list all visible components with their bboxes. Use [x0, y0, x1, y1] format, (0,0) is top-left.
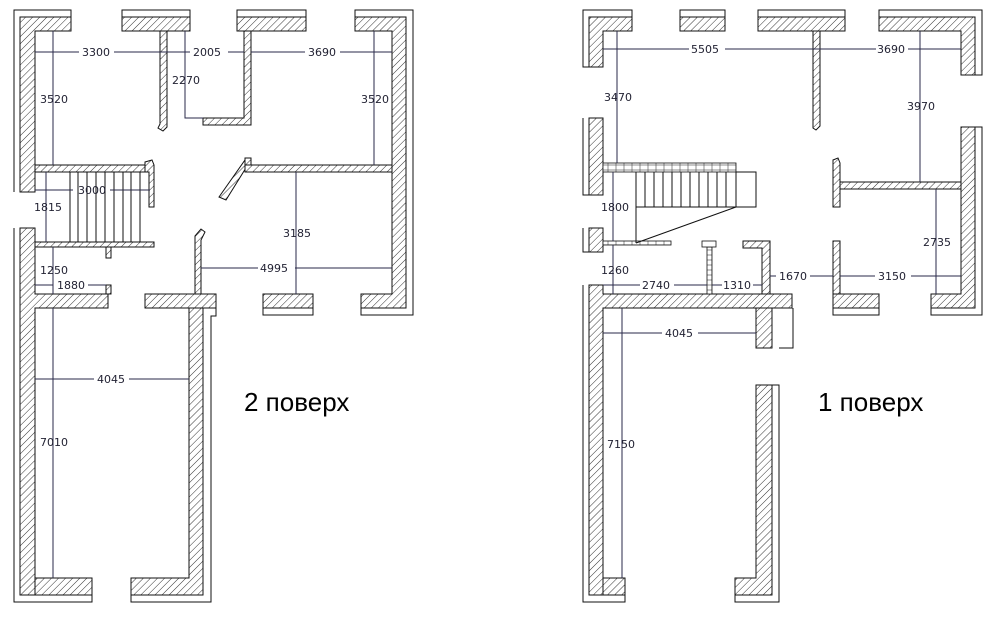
floor-1-walls	[588, 16, 976, 596]
dim-2-right-lower-height: 3185	[283, 227, 311, 240]
dim-1-bottom-room-height: 7150	[607, 438, 635, 451]
dim-1-right-lower-height: 2735	[923, 236, 951, 249]
dim-1-left-height: 3470	[604, 91, 632, 104]
floor-2-exterior-outline	[13, 9, 414, 603]
floor-2-dimension-labels: 3300 2005 3690 3520 3520 2270 3000 1815 …	[34, 45, 389, 449]
dim-2-bottom-room-width: 4045	[97, 373, 125, 386]
dim-2-top-left-width: 3300	[82, 46, 110, 59]
dim-1-right-upper-height: 3970	[907, 100, 935, 113]
floor-1-dimension-labels: 5505 3690 3470 3970 1800 1260 2740 1310 …	[601, 43, 951, 451]
dim-1-right-lower-width: 3150	[878, 270, 906, 283]
dim-2-right-room-height: 3520	[361, 93, 389, 106]
floor-1-exterior-outline	[582, 9, 983, 603]
floor-2-plan: 3300 2005 3690 3520 3520 2270 3000 1815 …	[13, 9, 414, 603]
dim-2-top-middle-width: 2005	[193, 46, 221, 59]
floor-1-dimension-lines	[603, 31, 961, 578]
dim-2-stair-length: 3000	[78, 184, 106, 197]
dim-2-closet-depth: 2270	[172, 74, 200, 87]
dim-2-hall-width: 1880	[57, 279, 85, 292]
dim-1-stair-width: 1800	[601, 201, 629, 214]
dim-2-hall-height: 1250	[40, 264, 68, 277]
floor-1-title: 1 поверх	[818, 387, 923, 417]
dim-2-bottom-room-height: 7010	[40, 436, 68, 449]
dim-1-hall-height: 1260	[601, 264, 629, 277]
dim-2-top-right-width: 3690	[308, 46, 336, 59]
floor-2-walls	[19, 16, 407, 596]
dim-2-right-lower-width: 4995	[260, 262, 288, 275]
dim-1-top-left-width: 5505	[691, 43, 719, 56]
dim-1-top-right-width: 3690	[877, 43, 905, 56]
dim-1-hall-width-mid: 1310	[723, 279, 751, 292]
dim-1-hall-width-left: 2740	[642, 279, 670, 292]
dim-2-left-room-height: 3520	[40, 93, 68, 106]
floor-2-title: 2 поверх	[244, 387, 349, 417]
dim-1-bottom-room-width: 4045	[665, 327, 693, 340]
dim-1-door-gap: 1670	[779, 270, 807, 283]
dim-2-stair-width: 1815	[34, 201, 62, 214]
floor-2-dimension-lines	[35, 31, 392, 578]
floor-1-stair-treads	[635, 171, 757, 244]
floor-1-plan: 5505 3690 3470 3970 1800 1260 2740 1310 …	[582, 9, 983, 603]
